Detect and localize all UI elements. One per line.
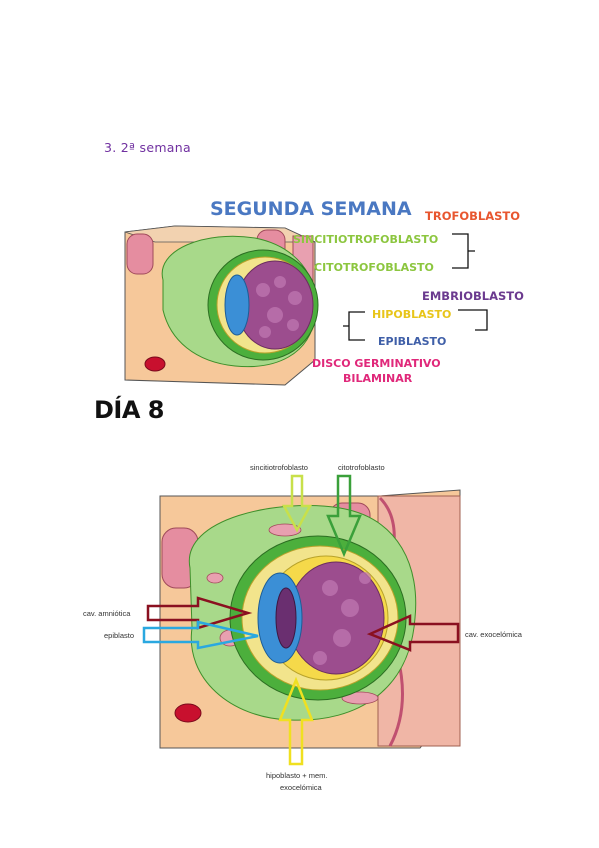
arrow-hipoblasto [278, 676, 314, 766]
label-cav-exocelomica: cav. exocelómica [465, 630, 523, 639]
arrow-epiblasto [142, 620, 259, 650]
segunda-semana-diagram: SEGUNDA SEMANA TROFOBLASTO SINCITIOTROFO… [124, 198, 524, 386]
label-trofoblasto: TROFOBLASTO [425, 209, 520, 223]
label-citotrofoblasto: citotrofoblasto [338, 463, 385, 472]
label-epiblasto: epiblasto [104, 631, 134, 640]
figure-dia-8: sincitiotrofoblasto citotrofoblasto cav.… [80, 458, 540, 803]
label-sincitiotrofoblasto: sincitiotrofoblasto [250, 463, 308, 472]
label-hipoblasto-line1: hipoblasto + mem. [266, 771, 328, 780]
arrow-citotrofoblasto [326, 474, 362, 558]
label-citotrofoblasto: CITOTROFOBLASTO [314, 261, 434, 274]
dia-8-diagram: sincitiotrofoblasto citotrofoblasto cav.… [83, 463, 523, 792]
label-embrioblasto: EMBRIOBLASTO [422, 289, 524, 303]
arrow-cav-exocelomica [366, 614, 460, 652]
label-epiblasto: EPIBLASTO [378, 335, 446, 348]
label-disco-line2: BILAMINAR [343, 372, 413, 385]
label-cav-amniotica: cav. amniótica [83, 609, 131, 618]
figure-segunda-semana: SEGUNDA SEMANA TROFOBLASTO SINCITIOTROFO… [115, 190, 535, 390]
section-heading: 3. 2ª semana [104, 140, 191, 155]
arrow-cav-amniotica [146, 596, 253, 630]
label-hipoblasto: HIPOBLASTO [372, 308, 451, 321]
bracket-trofoblasto [452, 233, 475, 269]
arrow-sincitiotrofoblasto [281, 474, 313, 533]
day-label: DÍA 8 [94, 396, 164, 424]
label-disco-line1: DISCO GERMINATIVO [312, 357, 441, 370]
bracket-embrioblasto [458, 309, 488, 331]
figure1-title: SEGUNDA SEMANA [210, 198, 412, 220]
label-sincitiotrofoblasto: SINCITIOTROFOBLASTO [293, 233, 438, 246]
bracket-disco [343, 311, 365, 341]
label-hipoblasto-line2: exocelómica [280, 783, 323, 792]
